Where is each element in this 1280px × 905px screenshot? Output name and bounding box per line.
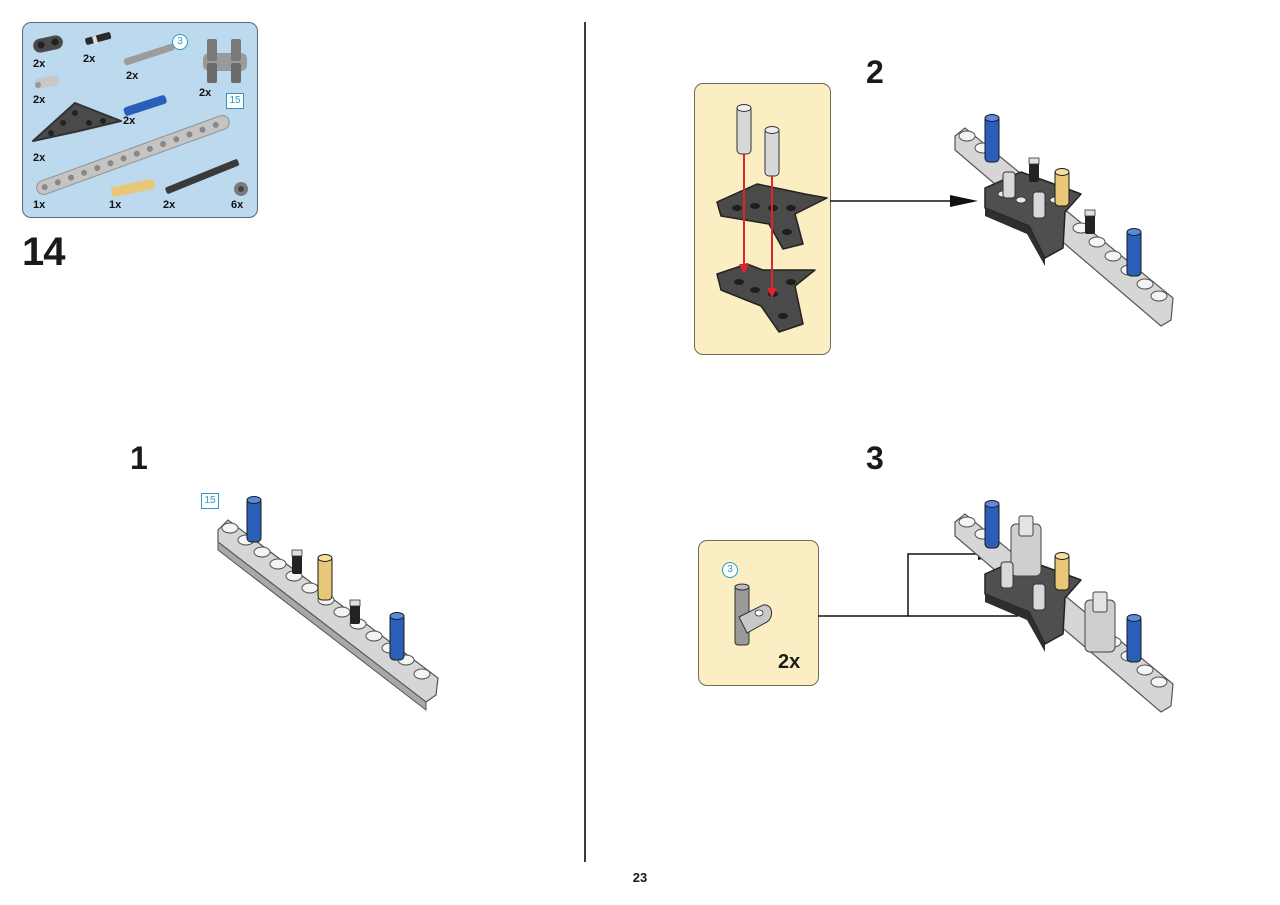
blue-pin bbox=[246, 496, 262, 543]
light-grey-pin bbox=[736, 104, 752, 155]
bush-icon bbox=[234, 182, 248, 196]
axle-pin-black-icon bbox=[85, 32, 112, 46]
page-number: 23 bbox=[632, 870, 648, 885]
axle-pin-connector bbox=[1010, 515, 1042, 577]
red-arrow bbox=[767, 176, 777, 298]
blue-pin bbox=[984, 500, 1000, 549]
axle-5-grey-icon bbox=[123, 43, 175, 66]
tan-pin bbox=[317, 554, 333, 601]
axle-pin-black bbox=[1084, 209, 1096, 234]
qty-triangle-liftarm: 2x bbox=[33, 152, 46, 164]
step-3-callout: 3 2x bbox=[698, 540, 819, 686]
qty-pin-light-grey: 2x bbox=[33, 94, 46, 106]
liftarm-15-beam bbox=[217, 519, 439, 712]
qty-pin-tan: 1x bbox=[109, 199, 122, 211]
tan-pin bbox=[1054, 552, 1070, 591]
qty-pin-blue: 2x bbox=[123, 115, 136, 127]
light-grey-pin bbox=[1000, 561, 1014, 589]
liftarm-1x2-thick-icon bbox=[33, 35, 63, 53]
triangle-liftarm bbox=[716, 263, 816, 333]
axle-pin-connector bbox=[1084, 591, 1116, 653]
qty-axle-black: 2x bbox=[163, 199, 176, 211]
page-divider bbox=[584, 22, 586, 862]
step-1-illustration bbox=[217, 496, 439, 712]
step-3-callout-illustration bbox=[734, 583, 772, 646]
light-grey-pin bbox=[1032, 583, 1046, 611]
step-2-callout-illustration bbox=[716, 104, 828, 333]
light-grey-pin bbox=[1032, 191, 1046, 219]
triangle-liftarm-icon bbox=[32, 102, 122, 142]
axle-pin-connector-icon bbox=[203, 39, 247, 83]
red-arrow bbox=[739, 154, 749, 274]
ref-circle-3: 3 bbox=[172, 34, 188, 50]
step-2-callout bbox=[694, 83, 831, 355]
blue-pin bbox=[389, 612, 405, 661]
axle-black-icon bbox=[165, 159, 240, 194]
axle-pin-black bbox=[1028, 157, 1040, 182]
parts-illustrations bbox=[32, 32, 248, 197]
pin-light-grey-icon bbox=[34, 75, 60, 89]
qty-axle-5: 2x bbox=[126, 70, 139, 82]
axle-pin-black bbox=[291, 549, 303, 574]
step-2-illustration bbox=[954, 114, 1174, 327]
blue-pin bbox=[1126, 614, 1142, 663]
step-1-ref-15: 15 bbox=[201, 493, 219, 509]
step-2-number: 2 bbox=[866, 54, 884, 90]
step-3-ref-circle: 3 bbox=[722, 562, 738, 578]
pin-blue-long-icon bbox=[123, 95, 167, 116]
axle-pin-black bbox=[349, 599, 361, 624]
pin-tan-long-icon bbox=[110, 179, 156, 197]
main-step-number: 14 bbox=[22, 230, 65, 274]
light-grey-pin bbox=[1002, 171, 1016, 199]
step-3-illustration bbox=[954, 500, 1174, 713]
step-3-number: 3 bbox=[866, 440, 884, 476]
light-grey-pin bbox=[764, 126, 780, 177]
qty-bush: 6x bbox=[231, 199, 244, 211]
qty-liftarm-15: 1x bbox=[33, 199, 46, 211]
tan-pin bbox=[1054, 168, 1070, 207]
blue-pin bbox=[984, 114, 1000, 163]
qty-axle-pin-connector: 2x bbox=[199, 87, 212, 99]
axle-pin-connector bbox=[734, 583, 772, 646]
step-2-pointer-arrow bbox=[830, 195, 978, 207]
qty-liftarm-1x2: 2x bbox=[33, 58, 46, 70]
blue-pin bbox=[1126, 228, 1142, 277]
qty-axle-pin-black: 2x bbox=[83, 53, 96, 65]
step-1-number: 1 bbox=[130, 440, 148, 476]
parts-list: 2x 2x 2x 3 2x 2x 2x 2x 1x 15 1x 2x 6x bbox=[22, 22, 258, 218]
liftarm-15-icon bbox=[36, 115, 230, 195]
ref-square-15: 15 bbox=[226, 93, 244, 109]
step-3-qty: 2x bbox=[778, 651, 801, 673]
